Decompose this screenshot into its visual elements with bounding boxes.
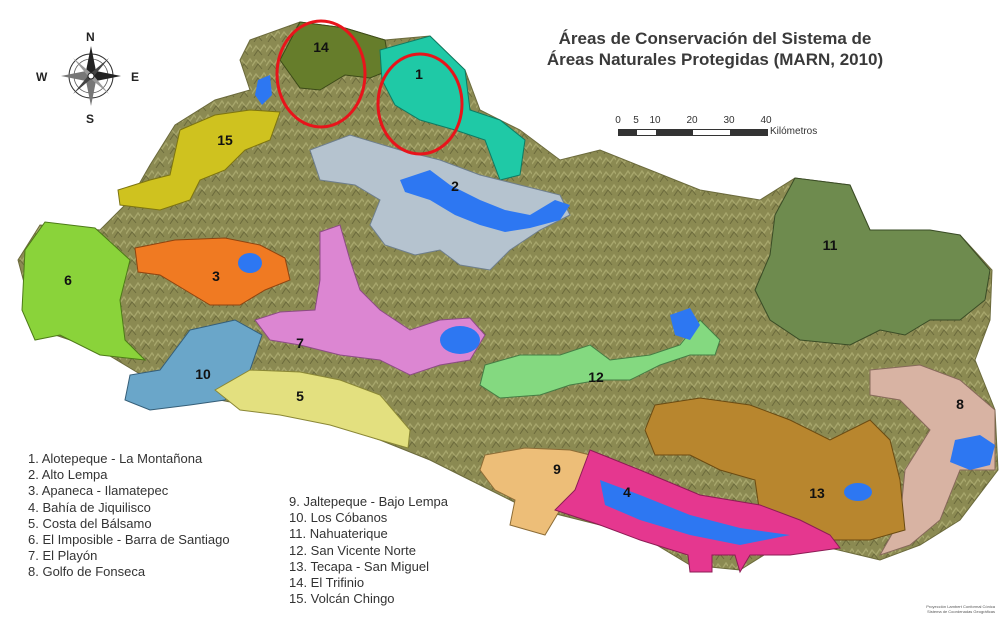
legend-item: 3. Apaneca - Ilamatepec bbox=[28, 483, 169, 499]
legend-column-1: 1. Alotepeque - La Montañona 2. Alto Lem… bbox=[28, 451, 230, 581]
legend-item: 6. El Imposible - Barra de Santiago bbox=[28, 532, 230, 548]
water-bodies bbox=[238, 75, 995, 545]
area-label: 10 bbox=[195, 366, 211, 382]
legend-item: 9. Jaltepeque - Bajo Lempa bbox=[289, 494, 448, 509]
water-lake-olomega bbox=[844, 483, 872, 501]
area-6-shape[interactable] bbox=[21, 221, 147, 361]
scale-tick: 0 bbox=[615, 115, 621, 126]
area-label: 2 bbox=[451, 178, 459, 194]
map-credits: Proyección Lambert Conformal Cónica Sist… bbox=[926, 604, 995, 614]
legend-item: 15. Volcán Chingo bbox=[289, 591, 395, 607]
area-5-shape[interactable] bbox=[214, 369, 411, 449]
water-lake-trifinio bbox=[255, 75, 272, 105]
legend-item: 1. Alotepeque - La Montañona bbox=[28, 451, 203, 466]
area-label: 14 bbox=[313, 39, 329, 55]
legend-item: 12. San Vicente Norte bbox=[289, 542, 416, 558]
water-gulf-fonseca bbox=[950, 435, 995, 470]
area-label: 13 bbox=[809, 485, 825, 501]
area-label: 7 bbox=[296, 335, 304, 351]
area-15-shape[interactable] bbox=[117, 109, 281, 211]
area-number-labels: 14 1 15 2 6 3 11 7 10 12 5 8 9 4 13 bbox=[64, 39, 964, 501]
legend-item: 8. Golfo de Fonseca bbox=[28, 564, 146, 580]
area-12-shape[interactable] bbox=[479, 319, 721, 399]
area-label: 1 bbox=[415, 66, 423, 82]
legend-item: 11. Nahuaterique bbox=[289, 526, 388, 542]
legend-column-2: 9. Jaltepeque - Bajo Lempa 10. Los Cóban… bbox=[289, 494, 448, 607]
compass-south-label: S bbox=[86, 112, 95, 126]
water-lake-ilopango bbox=[440, 326, 480, 354]
area-7-shape[interactable] bbox=[254, 224, 486, 376]
compass-north-label: N bbox=[86, 30, 95, 44]
scale-bar-graphic bbox=[618, 129, 768, 136]
area-label: 6 bbox=[64, 272, 72, 288]
scale-tick: 20 bbox=[686, 115, 698, 126]
scale-bar: 0 5 10 20 30 40 Kilómetros bbox=[612, 115, 852, 155]
area-1-shape[interactable] bbox=[379, 35, 526, 181]
legend-item: 2. Alto Lempa bbox=[28, 467, 108, 483]
legend-item: 14. El Trifinio bbox=[289, 575, 365, 591]
scale-unit: Kilómetros bbox=[770, 126, 818, 137]
highlight-circle-area-1 bbox=[376, 52, 464, 156]
map-title: Áreas de Conservación del Sistema de Áre… bbox=[505, 28, 925, 70]
legend-item: 10. Los Cóbanos bbox=[289, 510, 388, 526]
credits-line: Proyección Lambert Conformal Cónica bbox=[926, 604, 995, 609]
map-title-line-1: Áreas de Conservación del Sistema de bbox=[558, 29, 872, 48]
compass-west-label: W bbox=[36, 70, 48, 84]
scale-tick: 40 bbox=[760, 115, 772, 126]
scale-tick: 10 bbox=[649, 115, 661, 126]
credits-line: Sistema de Coordenadas Geográficas bbox=[927, 609, 995, 614]
area-label: 9 bbox=[553, 461, 561, 477]
legend-item: 4. Bahía de Jiquilisco bbox=[28, 499, 151, 515]
area-9-shape[interactable] bbox=[479, 447, 591, 536]
area-11-shape[interactable] bbox=[754, 177, 991, 346]
compass-east-label: E bbox=[131, 70, 140, 84]
area-label: 3 bbox=[212, 268, 220, 284]
compass-rose-icon bbox=[61, 46, 121, 106]
area-14-shape[interactable] bbox=[279, 21, 391, 91]
area-label: 12 bbox=[588, 369, 604, 385]
legend-item: 5. Costa del Bálsamo bbox=[28, 515, 152, 531]
area-label: 8 bbox=[956, 396, 964, 412]
legend-item: 7. El Playón bbox=[28, 548, 98, 564]
area-label: 5 bbox=[296, 388, 304, 404]
scale-tick: 5 bbox=[633, 115, 639, 126]
map-title-line-2: Áreas Naturales Protegidas (MARN, 2010) bbox=[546, 50, 884, 69]
water-lake-coatepeque bbox=[238, 253, 262, 273]
area-13-shape[interactable] bbox=[644, 397, 906, 541]
area-label: 15 bbox=[217, 132, 233, 148]
scale-tick: 30 bbox=[723, 115, 735, 126]
water-lake-lempa bbox=[670, 308, 700, 340]
water-lake-suchitlan bbox=[400, 170, 570, 232]
legend-item: 13. Tecapa - San Miguel bbox=[289, 558, 429, 574]
area-label: 11 bbox=[823, 237, 838, 253]
water-bay-jiquilisco bbox=[600, 480, 790, 545]
area-4-shape[interactable] bbox=[554, 449, 841, 574]
area-label: 4 bbox=[623, 484, 631, 500]
highlight-circle-area-14 bbox=[275, 19, 367, 129]
